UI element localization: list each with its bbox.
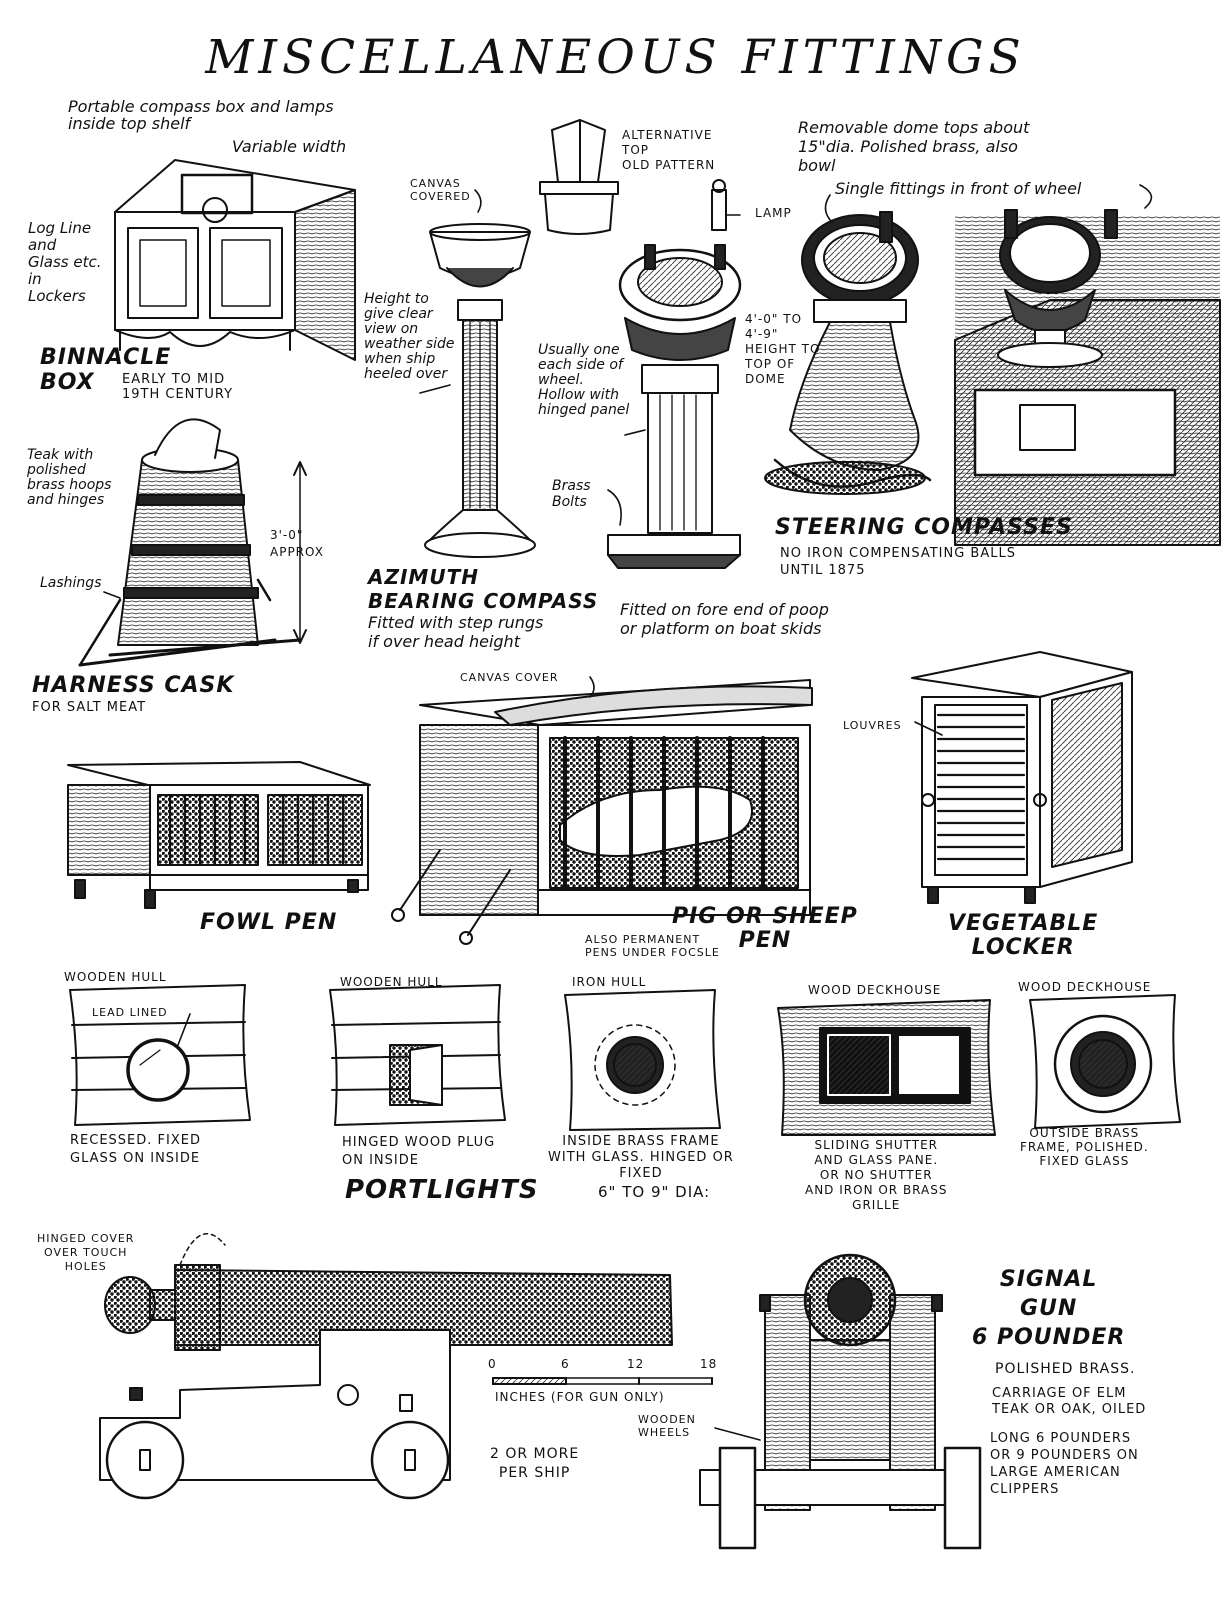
portlight-2-header: WOODEN HULL <box>340 975 443 989</box>
canvas-cover-label: CANVAS COVER <box>460 671 559 684</box>
portlight-4-header: WOOD DECKHOUSE <box>808 983 942 997</box>
alternative-top-label: ALTERNATIVE TOP OLD PATTERN <box>622 128 716 172</box>
signal-gun-label: SIGNAL GUN 6 POUNDER <box>972 1267 1126 1350</box>
portlight-1-caption: RECESSED. FIXED GLASS ON INSIDE <box>70 1133 201 1166</box>
fowl-pen-drawing <box>68 762 370 908</box>
signal-gun-side-drawing <box>100 1234 672 1498</box>
portlight-3-header: IRON HULL <box>572 975 647 989</box>
steering-iron-note: NO IRON COMPENSATING BALLS UNTIL 1875 <box>780 546 1016 578</box>
portlight-1-drawing <box>70 985 250 1125</box>
pig-pen-note: ALSO PERMANENT PENS UNDER FOCSLE <box>585 933 720 959</box>
louvres-label: LOUVRES <box>843 719 902 732</box>
azimuth-height-note: Height to give clear view on weather sid… <box>364 291 455 382</box>
portlights-label: PORTLIGHTS <box>345 1175 539 1205</box>
steering-compasses-drawing <box>765 210 1220 545</box>
wooden-wheels-label: WOODEN WHEELS <box>638 1413 696 1439</box>
scale-caption: INCHES (FOR GUN ONLY) <box>495 1390 665 1404</box>
portlight-3-drawing <box>565 990 720 1130</box>
binnacle-box-drawing <box>115 160 355 360</box>
steering-dome-note: Removable dome tops about 15"dia. Polish… <box>798 118 1030 175</box>
scale-tick-6: 6 <box>561 1357 570 1371</box>
pig-pen-drawing <box>392 680 812 944</box>
scale-tick-0: 0 <box>488 1357 497 1371</box>
harness-cask-drawing <box>80 419 306 665</box>
inches-scale-drawing <box>493 1378 712 1384</box>
portlight-3-caption: INSIDE BRASS FRAME WITH GLASS. HINGED OR… <box>548 1134 734 1181</box>
gun-note-pounders: LONG 6 POUNDERS OR 9 POUNDERS ON LARGE A… <box>990 1431 1139 1497</box>
pedestal-height: 4'-0" TO 4'-9" HEIGHT TO TOP OF DOME <box>745 312 821 386</box>
gun-hinged-note: HINGED COVER OVER TOUCH HOLES <box>37 1232 135 1273</box>
cask-lashings: Lashings <box>40 575 102 591</box>
binnacle-note-lockers: Log Line and Glass etc. in Lockers <box>28 219 102 305</box>
binnacle-period: EARLY TO MID 19TH CENTURY <box>122 372 234 402</box>
lamp-label: LAMP <box>755 206 792 220</box>
azimuth-compass-label: AZIMUTH BEARING COMPASS <box>368 565 599 613</box>
cask-note: Teak with polished brass hoops and hinge… <box>27 447 112 508</box>
portlight-2-caption: HINGED WOOD PLUG ON INSIDE <box>342 1135 496 1168</box>
portlight-4-drawing <box>778 1000 995 1135</box>
cask-height: 3'-0" APPROX <box>270 528 324 559</box>
scale-tick-12: 12 <box>627 1357 645 1371</box>
gun-note-brass: POLISHED BRASS. <box>995 1361 1136 1377</box>
portlight-1-inner: LEAD LINED <box>92 1006 168 1019</box>
steering-single-note: Single fittings in front of wheel <box>835 179 1082 198</box>
harness-cask-sub: FOR SALT MEAT <box>32 700 147 715</box>
brass-bolts-label: Brass Bolts <box>552 478 591 510</box>
gun-note-carriage: CARRIAGE OF ELM TEAK OR OAK, OILED <box>992 1386 1147 1417</box>
fowl-pen-label: FOWL PEN <box>200 910 338 935</box>
pig-pen-label: PIG OR SHEEP PEN <box>672 904 858 953</box>
per-ship-note: 2 OR MORE PER SHIP <box>490 1446 580 1481</box>
portlight-2-drawing <box>330 985 505 1125</box>
alternative-top-drawing <box>540 120 726 234</box>
azimuth-step-note: Fitted with step rungs if over head heig… <box>368 613 544 651</box>
portlight-4-caption: SLIDING SHUTTER AND GLASS PANE. OR NO SH… <box>805 1138 948 1212</box>
binnacle-note-width: Variable width <box>232 137 347 156</box>
page-title: MISCELLANEOUS FITTINGS <box>205 30 1026 85</box>
portlight-1-header: WOODEN HULL <box>64 970 167 984</box>
steering-compasses-label: STEERING COMPASSES <box>775 515 1073 540</box>
vegetable-locker-drawing <box>912 652 1132 903</box>
portlight-5-drawing <box>1030 995 1180 1128</box>
vegetable-locker-label: VEGETABLE LOCKER <box>948 911 1099 960</box>
binnacle-note-compass: Portable compass box and lamps inside to… <box>68 97 334 133</box>
azimuth-fitted-note: Fitted on fore end of poop or platform o… <box>620 600 829 638</box>
binnacle-box-label: BINNACLE BOX <box>40 345 172 395</box>
pedestal-note: Usually one each side of wheel. Hollow w… <box>538 342 630 418</box>
portlights-size: 6" TO 9" DIA: <box>598 1183 711 1201</box>
harness-cask-label: HARNESS CASK <box>32 673 235 698</box>
azimuth-compass-drawing <box>425 224 535 557</box>
portlight-5-header: WOOD DECKHOUSE <box>1018 980 1152 994</box>
scale-tick-18: 18 <box>700 1357 718 1371</box>
portlight-5-caption: OUTSIDE BRASS FRAME, POLISHED. FIXED GLA… <box>1020 1126 1149 1168</box>
azimuth-canvas-note: CANVAS COVERED <box>410 177 471 203</box>
leader-arrows <box>104 185 1151 1440</box>
signal-gun-front-drawing <box>700 1255 980 1548</box>
pedestal-compass-drawing <box>608 245 740 568</box>
